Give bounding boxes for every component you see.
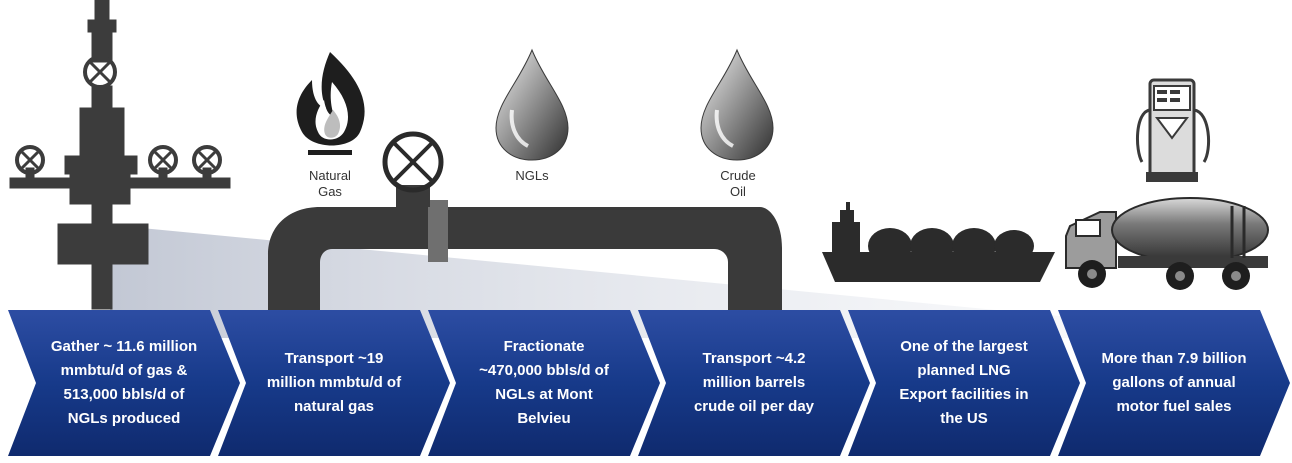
step-6-text: More than 7.9 billion gallons of annual … bbox=[1101, 350, 1247, 415]
chevron-step-6 bbox=[1058, 310, 1290, 456]
fuel-pump-icon bbox=[1136, 78, 1211, 182]
step-2-text: Transport ~19 million mmbtu/d of natural… bbox=[266, 350, 402, 415]
step-4-text: Transport ~4.2 million barrels crude oil… bbox=[693, 350, 815, 415]
wellhead-icon bbox=[9, 0, 231, 310]
tanker-truck-icon bbox=[1065, 197, 1269, 290]
step-5-text: One of the largest planned LNG Export fa… bbox=[899, 338, 1029, 427]
flame-icon bbox=[296, 52, 365, 155]
lng-ship-icon bbox=[822, 202, 1055, 282]
step-3-text: Fractionate ~470,000 bbls/d of NGLs at M… bbox=[479, 338, 609, 427]
chevron-step-3 bbox=[428, 310, 660, 456]
crude-oil-label: Crude Oil bbox=[720, 168, 756, 199]
pipeline-icon bbox=[268, 131, 782, 310]
perspective-shadow bbox=[110, 225, 1080, 338]
chevron-step-4 bbox=[638, 310, 870, 456]
chevron-step-1 bbox=[8, 310, 240, 456]
chevron-step-2 bbox=[218, 310, 450, 456]
chevron-step-5 bbox=[848, 310, 1080, 456]
step-1-text: Gather ~ 11.6 million mmbtu/d of gas & 5… bbox=[50, 338, 198, 427]
ngl-droplet-icon bbox=[495, 48, 569, 161]
chevron-banner bbox=[8, 310, 1290, 456]
natural-gas-label: Natural Gas bbox=[309, 168, 351, 199]
crude-oil-droplet-icon bbox=[700, 48, 774, 161]
ngls-label: NGLs bbox=[515, 168, 549, 183]
